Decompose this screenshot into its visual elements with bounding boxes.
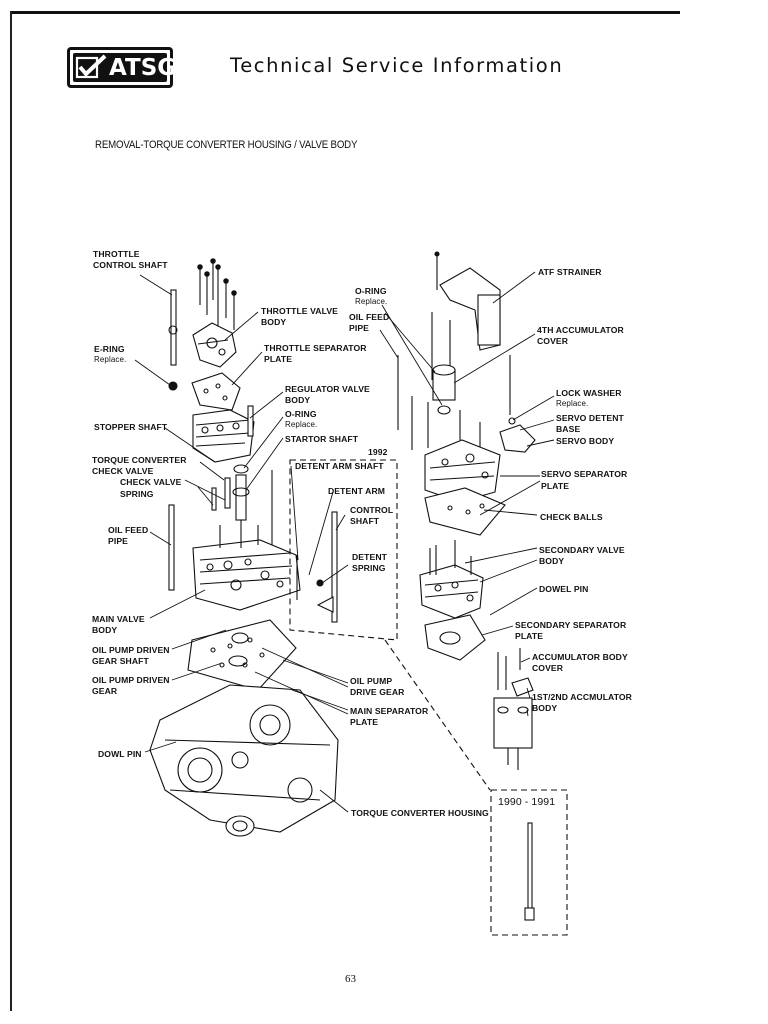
throttle-separator-plate-part [191,372,241,411]
label-oil-pump-drive-gear-line2: DRIVE GEAR [350,687,405,697]
torque-converter-housing-part [149,684,339,837]
accumulator-1st2nd-part [493,648,534,770]
atsg-logo: ATSG [67,47,176,88]
label-servo-separator-plate-line1: SERVO SEPARATOR [541,469,628,479]
label-throttle-valve-body-line1: THROTTLE VALVE [261,306,338,316]
label-lock-washer-line2: Replace. [556,399,589,408]
secondary-separator-plate-part [424,614,486,661]
label-dowl-pin: DOWL PIN [98,749,142,759]
checkmark-icon [75,54,107,79]
label-dowel-pin: DOWEL PIN [539,584,589,594]
section-title: REMOVAL-TORQUE CONVERTER HOUSING / VALVE… [95,139,358,151]
label-o-ring-right-line1: O-RING [355,286,387,296]
label-detent-arm: DETENT ARM [328,486,386,496]
label-secondary-separator-plate-line1: SECONDARY SEPARATOR [515,620,627,630]
label-o-ring-right-line2: Replace. [355,297,388,306]
label-throttle-separator-line2: PLATE [264,354,293,364]
label-throttle-separator-line1: THROTTLE SEPARATOR [264,343,367,353]
label-oil-pump-driven-gear-line2: GEAR [92,686,118,696]
label-o-ring-left-line1: O-RING [285,409,317,419]
label-oil-feed-pipe-right-line1: OIL FEED [349,312,390,322]
label-year-1990-1991: 1990 - 1991 [498,796,556,808]
label-oil-feed-pipe-left-line1: OIL FEED [108,525,149,535]
header-title: Technical Service Information [230,54,564,77]
label-throttle-control-shaft-line2: CONTROL SHAFT [93,260,168,270]
label-e-ring-line2: Replace. [94,355,127,364]
label-main-separator-plate-line1: MAIN SEPARATOR [350,706,429,716]
e-ring-part [168,381,178,391]
label-servo-separator-plate-line2: PLATE [541,481,570,491]
label-servo-detent-base-line1: SERVO DETENT [556,413,624,423]
logo-badge: ATSG [73,53,176,82]
left-oil-feed-pipe-part [168,504,175,591]
label-4th-accumulator-cover-line1: 4TH ACCUMULATOR [537,325,624,335]
label-oil-pump-drive-gear-line1: OIL PUMP [350,676,393,686]
throttle-bolts [197,258,237,330]
label-torque-converter-check-valve-line1: TORQUE CONVERTER [92,455,187,465]
label-detent-arm-shaft: DETENT ARM SHAFT [295,461,384,471]
throttle-valve-body-part [192,322,237,368]
label-startor-shaft: STARTOR SHAFT [285,434,359,444]
label-throttle-control-shaft-line1: THROTTLE [93,249,140,259]
label-year-1992: 1992 [368,447,388,457]
upper-right-valve-body-part [424,439,501,503]
label-throttle-valve-body-line2: BODY [261,317,287,327]
regulator-valve-body-part [192,405,255,521]
label-main-valve-body-line2: BODY [92,625,118,635]
main-valve-body-part [192,470,301,611]
servo-separator-plate-part [424,487,506,536]
label-detent-spring-line1: DETENT [352,552,387,562]
page-number: 63 [345,973,356,985]
label-torque-converter-check-valve-line2: CHECK VALVE [92,466,154,476]
label-oil-pump-driven-gear-shaft-line1: OIL PUMP DRIVEN [92,645,170,655]
label-regulator-valve-line1: REGULATOR VALVE [285,384,370,394]
main-separator-plate-part [187,619,297,691]
detent-arm-parts [316,511,338,623]
servo-body-part [499,417,536,453]
label-regulator-valve-line2: BODY [285,395,311,405]
label-check-valve-spring-line2: SPRING [120,489,154,499]
label-oil-feed-pipe-left-line2: PIPE [108,536,128,546]
label-check-balls: CHECK BALLS [540,512,603,522]
label-lock-washer-line1: LOCK WASHER [556,388,622,398]
label-e-ring-line1: E-RING [94,344,125,354]
label-1st2nd-accumulator-line1: 1ST/2ND ACCMULATOR [532,692,632,702]
label-oil-feed-pipe-right-line2: PIPE [349,323,369,333]
shaft-1990-1991 [524,822,535,921]
label-oil-pump-driven-gear-line1: OIL PUMP DRIVEN [92,675,170,685]
throttle-control-shaft-part [168,289,178,366]
label-oil-pump-driven-gear-shaft-line2: GEAR SHAFT [92,656,149,666]
label-servo-body: SERVO BODY [556,436,615,446]
label-stopper-shaft: STOPPER SHAFT [94,422,168,432]
label-torque-converter-housing: TORQUE CONVERTER HOUSING [351,808,489,818]
label-servo-detent-base-line2: BASE [556,424,581,434]
label-detent-spring-line2: SPRING [352,563,386,573]
secondary-valve-body-part [419,540,484,619]
left-margin-rule [10,11,12,1011]
label-secondary-valve-body-line2: BODY [539,556,565,566]
label-4th-accumulator-cover-line2: COVER [537,336,569,346]
dashed-box-1992 [289,459,491,791]
label-main-separator-plate-line2: PLATE [350,717,379,727]
accumulator-4th-part [432,364,456,415]
logo-text: ATSG [109,55,177,81]
label-secondary-separator-plate-line2: PLATE [515,631,544,641]
label-secondary-valve-body-line1: SECONDARY VALVE [539,545,625,555]
label-o-ring-left-line2: Replace. [285,420,318,429]
leader-lines [134,271,555,813]
label-accumulator-body-cover-line2: COVER [532,663,564,673]
label-check-valve-spring-line1: CHECK VALVE [120,477,182,487]
label-accumulator-body-cover-line1: ACCUMULATOR BODY [532,652,628,662]
label-control-shaft-line1: CONTROL [350,505,394,515]
label-main-valve-body-line1: MAIN VALVE [92,614,145,624]
atf-strainer-part [434,251,501,351]
label-control-shaft-line2: SHAFT [350,516,380,526]
label-1st2nd-accumulator-line2: BODY [532,703,558,713]
label-atf-strainer: ATF STRAINER [538,267,602,277]
top-rule [10,11,680,14]
